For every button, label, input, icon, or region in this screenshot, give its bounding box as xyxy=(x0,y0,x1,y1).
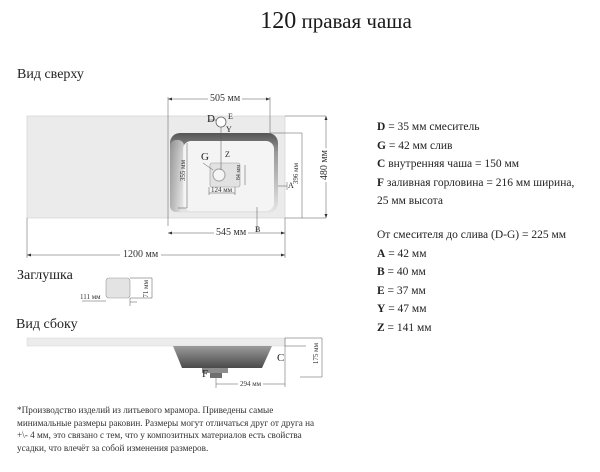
dim-124: 124 мм xyxy=(211,186,233,194)
legend-item-g: G = 42 мм слив xyxy=(377,139,453,152)
marker-f: F xyxy=(202,368,209,380)
side-view-label: Вид сбоку xyxy=(16,317,78,332)
plug-height: 71 мм xyxy=(142,280,150,298)
bowl-profile xyxy=(173,346,272,368)
marker-g: G xyxy=(201,151,209,163)
title-text: правая чаша xyxy=(301,9,412,33)
title-number: 120 xyxy=(260,8,297,34)
legend-item-b: B = 40 мм xyxy=(377,266,426,278)
plug-label: Заглушка xyxy=(17,268,73,283)
marker-y: Y xyxy=(226,125,232,134)
countertop-side xyxy=(26,337,286,347)
dim-505: 505 мм xyxy=(208,93,243,104)
plug-shape xyxy=(105,277,131,299)
footnote: *Производство изделий из литьевого мрамо… xyxy=(17,405,315,453)
legend-item-c: C внутренняя чаша = 150 мм xyxy=(377,158,520,170)
marker-e: E xyxy=(228,112,233,121)
legend-faucet-to-drain: От смесителя до слива (D-G) = 225 мм xyxy=(377,229,567,241)
drain-hole xyxy=(212,168,226,182)
legend-group-2: От смесителя до слива (D-G) = 225 мм A =… xyxy=(377,226,566,337)
faucet-hole xyxy=(215,116,227,128)
marker-a: A xyxy=(288,181,294,190)
legend-item-y: Y = 47 мм xyxy=(377,303,427,315)
marker-c: C xyxy=(277,352,285,364)
marker-d: D xyxy=(207,113,215,125)
page-title: 120 правая чаша xyxy=(0,8,600,35)
dim-175: 175 мм xyxy=(312,343,320,365)
dim-355: 355 мм xyxy=(179,160,187,182)
dim-545: 545 мм xyxy=(214,227,249,238)
legend-item-z: Z = 141 мм xyxy=(377,321,432,334)
marker-z: Z xyxy=(225,150,230,159)
top-view-label: Вид сверху xyxy=(17,67,84,82)
legend-group-1: D = 35 мм смеситель G = 42 мм слив C вну… xyxy=(377,118,574,211)
legend-item-d: D = 35 мм смеситель xyxy=(377,121,480,133)
dim-1200: 1200 мм xyxy=(120,250,162,260)
marker-b: B xyxy=(255,225,261,234)
dim-480: 480 мм xyxy=(319,148,330,183)
dim-396: 396 мм xyxy=(292,163,300,185)
legend-item-f-cont: 25 мм высота xyxy=(377,195,443,207)
dim-84: 84 мм xyxy=(236,165,242,181)
plug-width: 111 мм xyxy=(80,293,101,301)
legend-item-f: F заливная горловина = 216 мм ширина, xyxy=(377,176,575,189)
legend-item-a: A = 42 мм xyxy=(377,247,427,260)
dim-294: 294 мм xyxy=(238,380,264,388)
legend-item-e: E = 37 мм xyxy=(377,284,426,297)
